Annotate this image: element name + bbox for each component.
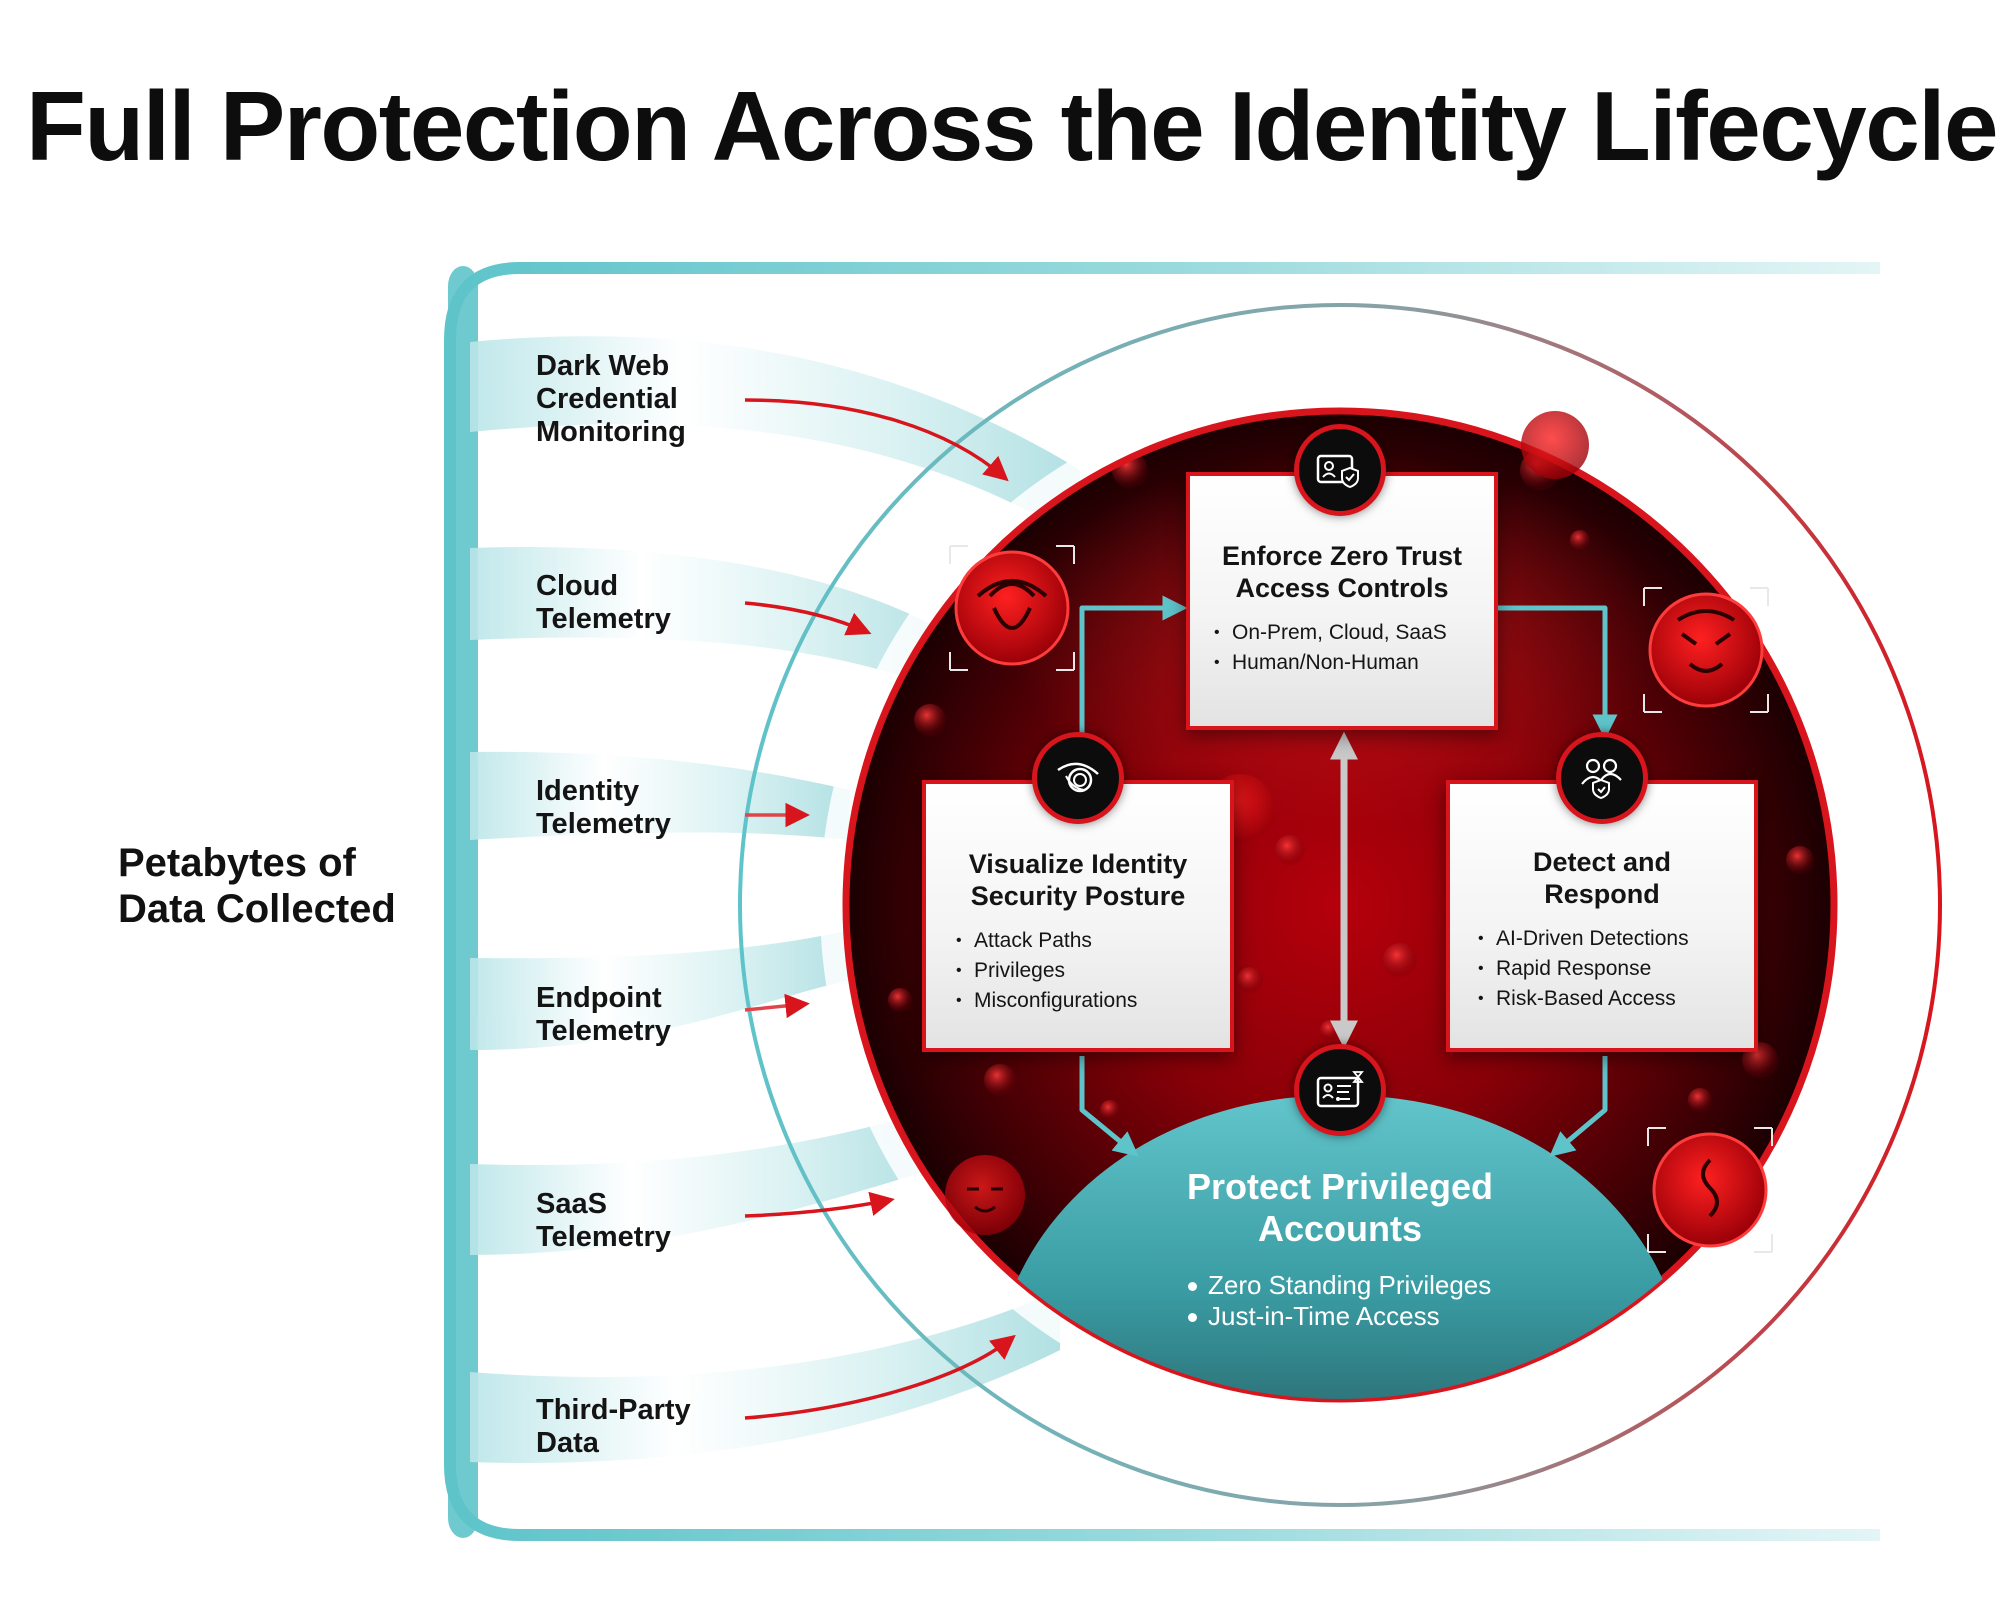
input-arrow-endpoint xyxy=(744,993,810,1019)
visualize-bullets: Attack Paths Privileges Misconfiguration… xyxy=(952,926,1230,1016)
threat-badges xyxy=(945,411,1773,1253)
input-arrow-third-party xyxy=(744,1334,1016,1420)
petabytes-label: Petabytes of Data Collected xyxy=(118,841,396,931)
detect-badge xyxy=(1556,732,1648,824)
source-saas-telemetry: SaaS Telemetry xyxy=(536,1188,671,1253)
source-cloud-telemetry: Cloud Telemetry xyxy=(536,570,671,635)
zero-trust-bullet: Human/Non-Human xyxy=(1210,648,1494,678)
detect-bullet: Risk-Based Access xyxy=(1474,984,1754,1014)
source-dark-web: Dark Web Credential Monitoring xyxy=(536,350,686,448)
privileged-title: Protect Privileged Accounts xyxy=(1186,1166,1494,1249)
zero-trust-bullet: On-Prem, Cloud, SaaS xyxy=(1210,618,1494,648)
source-bands xyxy=(470,336,1080,1464)
users-shield-icon xyxy=(1581,758,1622,800)
threat-actor-skull-icon xyxy=(1643,587,1769,713)
source-endpoint-telemetry: Endpoint Telemetry xyxy=(536,982,671,1047)
input-arrow-cloud xyxy=(744,601,872,636)
zero-trust-bullets: On-Prem, Cloud, SaaS Human/Non-Human xyxy=(1210,618,1494,678)
id-card-shield-icon xyxy=(1316,454,1359,489)
threat-actor-dragon-icon xyxy=(1647,1127,1773,1253)
privileged-dome xyxy=(1000,1095,1680,1399)
threat-actor-mask-icon xyxy=(945,1155,1025,1235)
arrow-zero-trust-to-detect xyxy=(1496,605,1618,740)
detect-bullet: Rapid Response xyxy=(1474,954,1754,984)
credential-hourglass-icon xyxy=(1316,1071,1364,1108)
threat-actor-cowboy-icon xyxy=(949,545,1075,671)
detect-bullets: AI-Driven Detections Rapid Response Risk… xyxy=(1474,924,1754,1014)
outer-ring xyxy=(738,303,1942,1507)
source-third-party-data: Third-Party Data xyxy=(536,1394,691,1459)
workflow-arrows xyxy=(1079,595,1618,1157)
privileged-badge xyxy=(1294,1044,1386,1136)
visualize-title: Visualize Identity Security Posture xyxy=(968,849,1188,911)
detect-title: Detect and Respond xyxy=(1532,847,1672,909)
privileged-bullets: Zero Standing Privileges Just-in-Time Ac… xyxy=(1188,1270,1491,1332)
zero-trust-title: Enforce Zero Trust Access Controls xyxy=(1221,541,1463,603)
visualize-bullet: Misconfigurations xyxy=(952,986,1230,1016)
visualize-card: Visualize Identity Security Posture Atta… xyxy=(922,780,1234,1052)
privileged-bullet: Zero Standing Privileges xyxy=(1188,1270,1491,1301)
arrow-visualize-to-zero-trust xyxy=(1079,595,1188,742)
detect-bullet: AI-Driven Detections xyxy=(1474,924,1754,954)
zero-trust-card: Enforce Zero Trust Access Controls On-Pr… xyxy=(1186,472,1498,730)
input-arrow-dark-web xyxy=(744,398,1009,482)
detect-card: Detect and Respond AI-Driven Detections … xyxy=(1446,780,1758,1052)
visualize-badge xyxy=(1032,732,1124,824)
input-arrows xyxy=(744,398,1016,1420)
eye-icon xyxy=(1057,762,1099,793)
source-identity-telemetry: Identity Telemetry xyxy=(536,775,671,840)
arrow-visualize-to-privileged xyxy=(1079,1056,1139,1157)
zero-trust-badge xyxy=(1294,424,1386,516)
input-arrow-saas xyxy=(744,1191,895,1218)
privileged-bullet: Just-in-Time Access xyxy=(1188,1301,1491,1332)
visualize-bullet: Attack Paths xyxy=(952,926,1230,956)
threat-actor-top-icon xyxy=(1521,411,1589,479)
visualize-bullet: Privileges xyxy=(952,956,1230,986)
arrow-detect-to-privileged xyxy=(1549,1056,1608,1157)
page-title: Full Protection Across the Identity Life… xyxy=(26,71,1998,181)
